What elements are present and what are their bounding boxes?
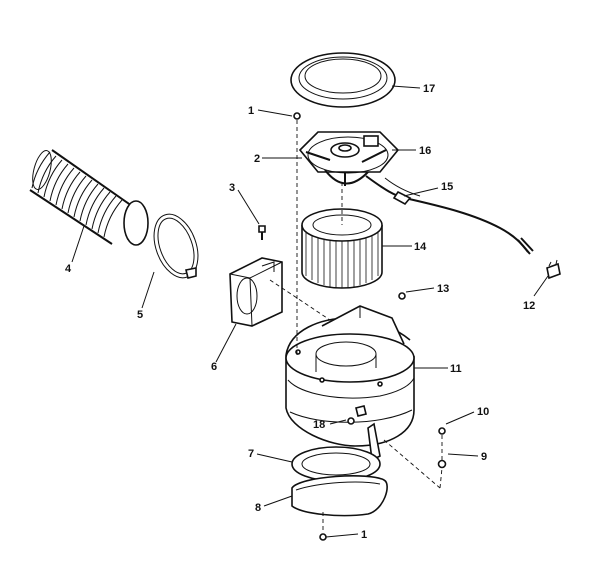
callout-16: 16 — [419, 145, 431, 157]
callout-7: 7 — [248, 448, 254, 460]
screw-18 — [347, 417, 355, 425]
screw-1-top — [293, 112, 301, 120]
part-4-flexible-duct — [29, 149, 149, 246]
callout-10: 10 — [477, 406, 489, 418]
callout-labels: 1 2 3 4 5 6 7 8 9 10 11 12 13 14 15 16 1… — [65, 83, 535, 541]
callout-17: 17 — [423, 83, 435, 95]
part-6-duct-adapter — [229, 257, 283, 327]
callout-9: 9 — [481, 451, 487, 463]
callout-11: 11 — [450, 363, 462, 375]
callout-6: 6 — [211, 361, 217, 373]
part-5-hose-clamp — [153, 213, 199, 279]
nut-13 — [398, 292, 406, 300]
callout-1-top: 1 — [248, 105, 254, 117]
callout-14: 14 — [414, 241, 427, 253]
callout-1-bottom: 1 — [361, 529, 367, 541]
screw-10 — [438, 427, 446, 435]
part-8-bottom-plate — [291, 475, 388, 517]
callout-12: 12 — [523, 300, 535, 312]
leader-lines — [71, 85, 549, 538]
part-11-blower-housing — [285, 305, 415, 462]
part-14-blower-wheel — [301, 208, 383, 289]
screw-3 — [258, 225, 266, 240]
callout-18: 18 — [313, 419, 325, 431]
callout-3: 3 — [229, 182, 235, 194]
callout-2: 2 — [254, 153, 260, 165]
assembly-lines — [269, 120, 443, 533]
part-15-power-cord — [365, 175, 534, 255]
callout-13: 13 — [437, 283, 449, 295]
callout-4: 4 — [65, 263, 72, 275]
part-7-gasket — [291, 446, 381, 482]
screw-1-bottom — [319, 533, 327, 541]
part-17-gasket-ring — [290, 52, 396, 108]
screw-9 — [437, 459, 447, 469]
callout-8: 8 — [255, 502, 261, 514]
part-16-motor — [298, 131, 421, 197]
callout-5: 5 — [137, 309, 143, 321]
part-12-connector — [546, 259, 561, 280]
callout-15: 15 — [441, 181, 453, 193]
